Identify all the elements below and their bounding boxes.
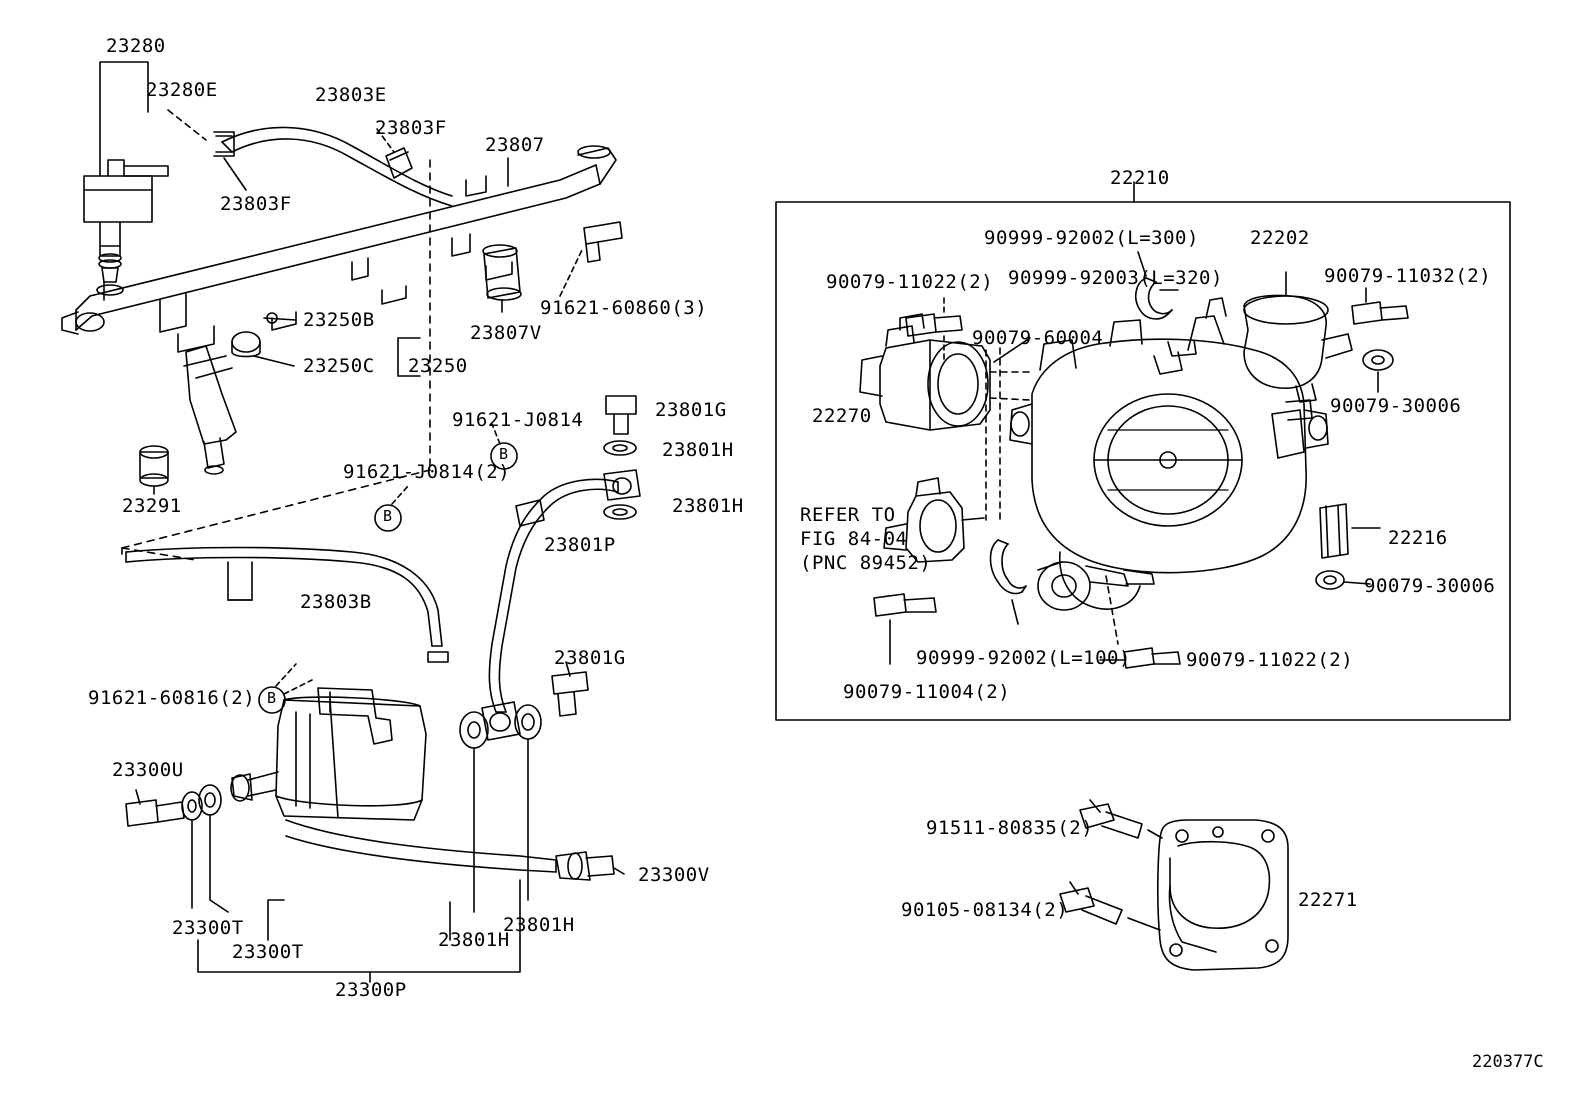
label-23300V: 23300V (638, 864, 710, 886)
label-90079-11022-b: 90079-11022(2) (1186, 649, 1354, 671)
label-23300P: 23300P (335, 979, 407, 1001)
label-90079-11004: 90079-11004(2) (843, 681, 1011, 703)
label-23250C: 23250C (303, 355, 375, 377)
label-91621-60860: 91621-60860(3) (540, 297, 708, 319)
label-23803B: 23803B (300, 591, 372, 613)
label-91621-J0814: 91621-J0814 (452, 409, 584, 431)
label-90079-11032: 90079-11032(2) (1324, 265, 1492, 287)
balloon-letter-b-2: B (499, 445, 509, 463)
label-23801H-mid: 23801H (672, 495, 744, 517)
label-22202: 22202 (1250, 227, 1310, 249)
label-22216: 22216 (1388, 527, 1448, 549)
label-91621-J0814-2: 91621-J0814(2) (343, 461, 511, 483)
balloon-letter-b-3: B (267, 689, 277, 707)
label-23280E: 23280E (146, 79, 218, 101)
label-23291: 23291 (122, 495, 182, 517)
label-23801P: 23801P (544, 534, 616, 556)
label-23807V: 23807V (470, 322, 542, 344)
label-23803F-top: 23803F (375, 117, 447, 139)
refer-to-note: REFER TO FIG 84-04 (PNC 89452) (800, 504, 932, 574)
label-22270: 22270 (812, 405, 872, 427)
label-23300T-a: 23300T (172, 917, 244, 939)
label-23801H-bot-b: 23801H (503, 914, 575, 936)
label-23300T-b: 23300T (232, 941, 304, 963)
label-22271: 22271 (1298, 889, 1358, 911)
label-22210: 22210 (1110, 167, 1170, 189)
label-23803F-left: 23803F (220, 193, 292, 215)
label-23280: 23280 (106, 35, 166, 57)
label-90999-92003-320: 90999-92003(L=320) (1008, 267, 1223, 289)
label-23801G-bot: 23801G (554, 647, 626, 669)
label-23300U: 23300U (112, 759, 184, 781)
label-23801H-top: 23801H (662, 439, 734, 461)
label-23807: 23807 (485, 134, 545, 156)
label-23801G-top: 23801G (655, 399, 727, 421)
label-23250B: 23250B (303, 309, 375, 331)
label-91511-80835: 91511-80835(2) (926, 817, 1094, 839)
label-90079-11022-a: 90079-11022(2) (826, 271, 994, 293)
label-90079-60004: 90079-60004 (972, 327, 1104, 349)
label-90105-08134: 90105-08134(2) (901, 899, 1069, 921)
label-90079-30006-a: 90079-30006 (1330, 395, 1462, 417)
label-90999-92002-100: 90999-92002(L=100) (916, 647, 1131, 669)
label-91621-60816: 91621-60816(2) (88, 687, 256, 709)
label-23250: 23250 (408, 355, 468, 377)
balloon-letter-b-1: B (383, 507, 393, 525)
label-23801H-bot-a: 23801H (438, 929, 510, 951)
figure-code: 220377C (1472, 1052, 1544, 1072)
label-90999-92002-300: 90999-92002(L=300) (984, 227, 1199, 249)
label-90079-30006-b: 90079-30006 (1364, 575, 1496, 597)
label-23803E: 23803E (315, 84, 387, 106)
